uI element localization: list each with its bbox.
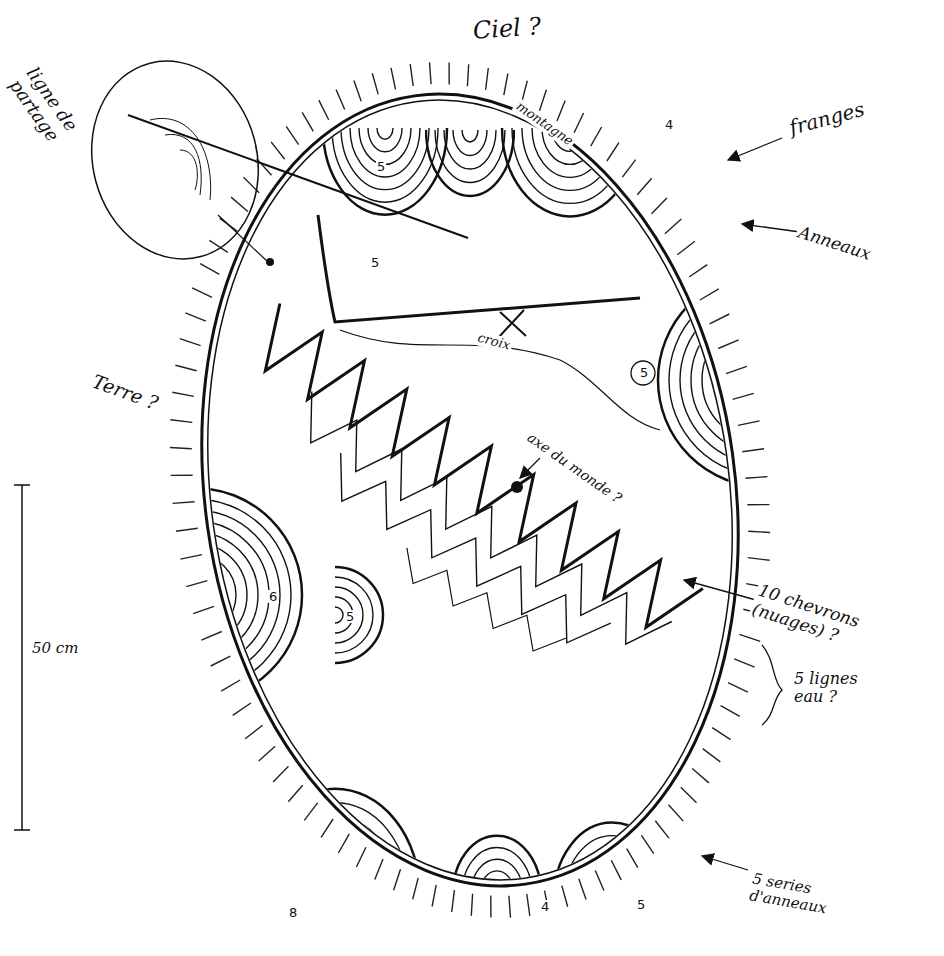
callout-number: 5 [636,898,646,911]
callout-number: 5 [345,610,355,623]
ring-series [646,110,734,176]
ring-series [335,567,383,663]
callout-number: 4 [540,900,550,913]
annotation: 5 lignes eau ? [792,670,876,707]
callout-number: 8 [288,906,298,919]
ring-series [554,823,670,898]
chevron-line [407,548,567,651]
annotation: axe du monde ? [523,428,627,507]
ring-series [323,128,447,215]
ring-series [250,789,420,895]
annotation: franges [785,97,869,140]
annotation: 10 chevrons (nuages) ? [748,580,897,662]
annotation: croix [474,330,513,354]
annotation: ligne de partage [4,62,86,155]
heading-note: Ciel ? [470,13,544,46]
chevron-line [341,453,611,643]
dimension: 50 cm [30,640,80,657]
annotation: 5 series d'anneaux [746,870,874,926]
annotation: Anneaux [794,222,875,265]
callout-number: 6 [268,590,278,603]
callout-number: 5 [639,366,649,379]
callout-number: 4 [664,118,674,131]
callout-number: 5 [370,256,380,269]
callout-number: 5 [376,160,386,173]
ring-series [195,488,302,702]
ring-series [426,130,514,196]
chevron-line [311,392,672,645]
annotation: Terre ? [88,370,163,415]
ring-series [658,273,765,487]
fringe-ticks [170,62,770,917]
chevron-line [265,304,703,628]
ring-series [502,128,638,216]
ring-series [453,836,541,893]
